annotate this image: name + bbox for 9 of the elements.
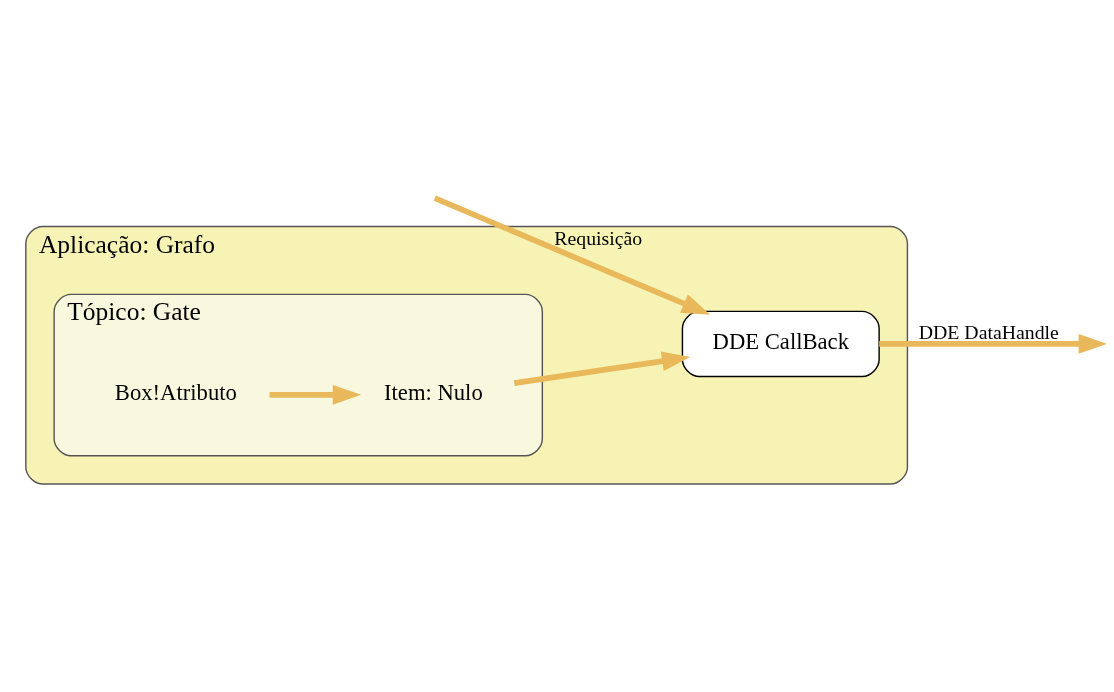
node-text: Box!Atributo bbox=[114, 379, 237, 405]
edge-label: Requisição bbox=[554, 226, 643, 249]
arrow bbox=[513, 350, 691, 386]
edge-label: DDE DataHandle bbox=[918, 320, 1059, 343]
node-text: Item: Nulo bbox=[384, 379, 483, 405]
arrow bbox=[433, 195, 711, 315]
node-box: DDE CallBack bbox=[681, 310, 880, 377]
arrow bbox=[269, 384, 362, 405]
arrow bbox=[879, 333, 1106, 354]
